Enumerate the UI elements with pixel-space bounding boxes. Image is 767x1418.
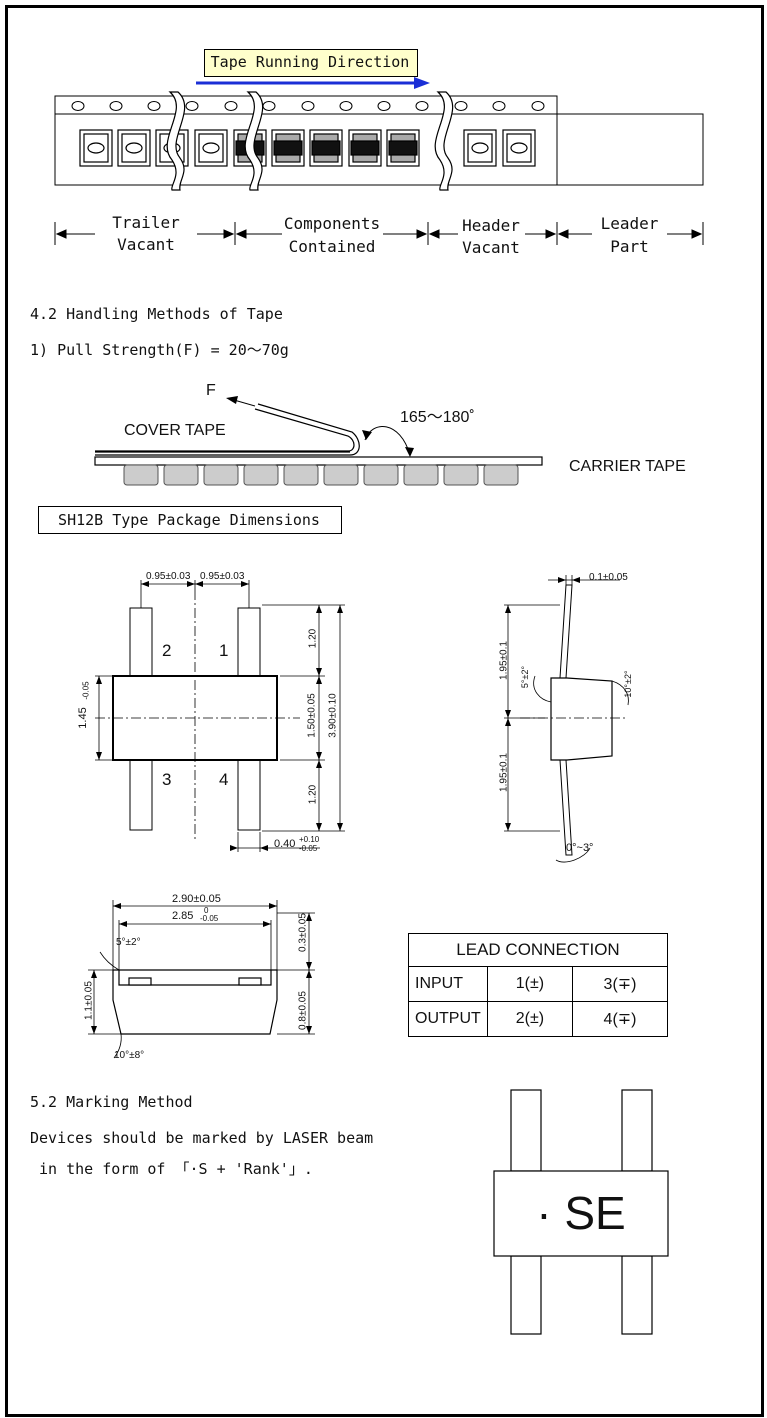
table-header-row: LEAD CONNECTION [408,933,668,967]
force-label: F [206,382,216,399]
dim-pitch-a: 0.95±0.03 [146,571,191,582]
row-label-output: OUTPUT [408,1001,488,1037]
peel-diagram [94,396,543,486]
package-title: SH12B Type Package Dimensions [58,511,320,529]
row-input-a: 1(±) [486,966,574,1002]
section-header-line1: Header [462,216,520,235]
pull-strength-text: 1) Pull Strength(F) = 20～70g [30,341,289,359]
section-leader-line1: Leader [600,214,659,233]
pin-2-label: 2 [162,641,172,660]
dim-width-290: 2.90±0.05 [172,893,221,905]
page-frame [5,5,764,1417]
handling-heading: 4.2 Handling Methods of Tape [30,305,283,323]
dim-lead-w: 0.40 [274,838,296,850]
dim-pitch-b: 0.95±0.03 [200,571,245,582]
section-trailer-line2: Vacant [117,235,175,254]
section-header-line2: Vacant [462,238,520,257]
marking-line2: in the form of 「·S + 'Rank'」. [30,1160,313,1178]
dim-angle-5b: 5°±2° [116,937,141,948]
dim-angle-10b: 10°±8° [114,1050,145,1061]
row-output-b: 4(∓) [572,1001,668,1037]
row-input-b: 3(∓) [572,966,668,1002]
dim-lead-w-tol-bot: -0.05 [299,844,318,853]
tape-diagram [54,77,704,245]
marking-chip-text: · SE [536,1187,626,1239]
package-title-box [38,506,342,534]
dim-width-285: 2.85 [172,910,194,922]
lead-connection-table: LEAD CONNECTION INPUT 1(±) 3(∓) OUTPUT 2… [408,933,668,1037]
tape-direction-label: Tape Running Direction [210,53,410,71]
section-leader-line2: Part [610,237,649,256]
row-output-a: 2(±) [486,1001,574,1037]
carrier-tape-label: CARRIER TAPE [569,458,686,475]
angle-label: 165～180˚ [400,409,475,426]
pin-4-label: 4 [219,770,229,789]
pin-1-label: 1 [219,641,229,660]
table-row: INPUT 1(±) 3(∓) [408,966,668,1002]
dim-angle-0-3: 0°~3° [566,842,594,854]
marking-heading: 5.2 Marking Method [30,1093,193,1111]
tape-direction-box [204,49,418,77]
lead-connection-title: LEAD CONNECTION [408,933,668,967]
dim-lead-w-tol-top: +0.10 [299,835,320,844]
marking-line1: Devices should be marked by LASER beam [30,1129,374,1147]
dim-width-285-tol-top: 0 [204,906,209,915]
pin-3-label: 3 [162,770,172,789]
cover-tape-label: COVER TAPE [124,422,226,439]
dim-thickness: 0.1±0.05 [589,572,628,583]
section-components-line2: Contained [288,237,376,256]
section-trailer-line1: Trailer [112,213,180,232]
section-components-line1: Components [283,214,381,233]
dim-width-285-tol-bot: -0.05 [200,914,219,923]
table-row: OUTPUT 2(±) 4(∓) [408,1001,668,1037]
